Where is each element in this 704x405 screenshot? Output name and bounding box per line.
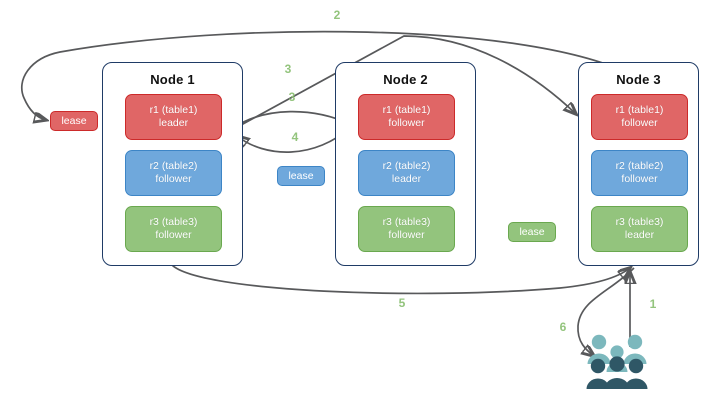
replica-name: r2 (table2): [149, 160, 198, 172]
replica-role: follower: [388, 117, 425, 129]
node-title-node2: Node 2: [383, 72, 428, 87]
node-container-node1[interactable]: Node 1 r1 (table1) leader r2 (table2) fo…: [102, 62, 243, 266]
replica-name: r1 (table1): [149, 104, 198, 116]
node-container-node2[interactable]: Node 2 r1 (table1) follower r2 (table2) …: [335, 62, 476, 266]
replica-role: follower: [155, 173, 192, 185]
replica-node2-r2[interactable]: r2 (table2) leader: [358, 150, 455, 196]
step-label-5: 5: [398, 296, 406, 310]
step-label-4: 4: [291, 130, 299, 144]
replica-role: follower: [621, 117, 658, 129]
replica-name: r3 (table3): [382, 216, 431, 228]
lease-badge-table3[interactable]: lease: [508, 222, 556, 242]
replica-name: r3 (table3): [615, 216, 664, 228]
node-container-node3[interactable]: Node 3 r1 (table1) follower r2 (table2) …: [578, 62, 699, 266]
lease-badge-table2[interactable]: lease: [277, 166, 325, 186]
step-label-2: 2: [333, 8, 341, 22]
replica-name: r2 (table2): [615, 160, 664, 172]
step-label-3b: 3: [288, 90, 296, 104]
replica-name: r1 (table1): [615, 104, 664, 116]
step-label-1: 1: [649, 297, 657, 311]
replica-role: follower: [621, 173, 658, 185]
node-title-node3: Node 3: [616, 72, 661, 87]
replica-name: r2 (table2): [382, 160, 431, 172]
replica-node3-r1[interactable]: r1 (table1) follower: [591, 94, 688, 140]
replica-role: follower: [155, 229, 192, 241]
replica-node2-r1[interactable]: r1 (table1) follower: [358, 94, 455, 140]
replica-name: r1 (table1): [382, 104, 431, 116]
lease-badge-table1[interactable]: lease: [50, 111, 98, 131]
replica-node1-r1[interactable]: r1 (table1) leader: [125, 94, 222, 140]
replica-role: leader: [624, 229, 655, 241]
node-title-node1: Node 1: [150, 72, 195, 87]
replica-node3-r3[interactable]: r3 (table3) leader: [591, 206, 688, 252]
step-label-3a: 3: [284, 62, 292, 76]
step-label-6: 6: [559, 320, 567, 334]
arrow-step-3-to-node2: [229, 110, 350, 131]
replica-role: leader: [391, 173, 422, 185]
replica-node1-r2[interactable]: r2 (table2) follower: [125, 150, 222, 196]
replica-role: follower: [388, 229, 425, 241]
replica-node3-r2[interactable]: r2 (table2) follower: [591, 150, 688, 196]
arrow-step-5: [171, 264, 630, 295]
replica-name: r3 (table3): [149, 216, 198, 228]
replica-node2-r3[interactable]: r3 (table3) follower: [358, 206, 455, 252]
replica-role: leader: [158, 117, 189, 129]
replica-node1-r3[interactable]: r3 (table3) follower: [125, 206, 222, 252]
people-group-icon: [586, 334, 648, 389]
